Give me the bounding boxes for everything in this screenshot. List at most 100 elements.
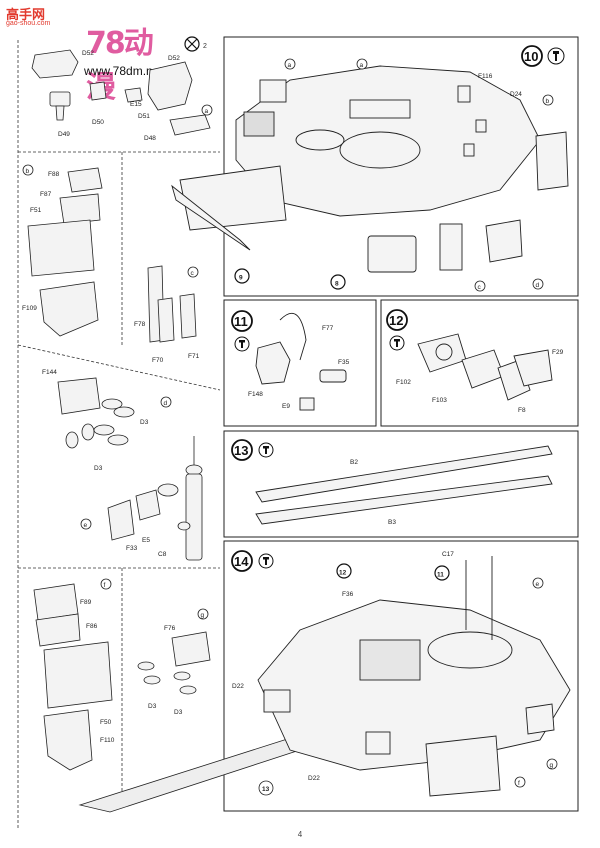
step-12-number: 12 bbox=[389, 313, 403, 328]
sub-e-circle bbox=[80, 518, 92, 530]
part-label: F36 bbox=[342, 591, 354, 598]
sub-b-circle bbox=[22, 164, 34, 176]
step-12-art bbox=[417, 333, 553, 401]
part-label: F70 bbox=[152, 357, 164, 364]
part-label: F35 bbox=[338, 359, 350, 366]
warning-icon bbox=[184, 36, 200, 52]
panel-borders bbox=[223, 36, 579, 812]
part-label: F51 bbox=[30, 207, 42, 214]
watermark-site-name: 高手网 bbox=[6, 8, 46, 23]
part-label: B3 bbox=[388, 519, 396, 526]
part-label: F78 bbox=[134, 321, 146, 328]
ref-label: g bbox=[550, 762, 554, 769]
sub-f-circle bbox=[100, 578, 112, 590]
ref-label: d bbox=[536, 282, 540, 289]
part-label: D50 bbox=[92, 119, 104, 126]
sub-step-label: 9 bbox=[239, 275, 243, 282]
part-label: D49 bbox=[58, 131, 70, 138]
ref-label: a bbox=[360, 62, 364, 69]
part-label: F102 bbox=[396, 379, 411, 386]
part-label: D3 bbox=[148, 703, 157, 710]
part-label: D22 bbox=[232, 683, 244, 690]
part-label: D24 bbox=[510, 91, 522, 98]
sub-b-parts-art bbox=[27, 167, 103, 337]
step-10-callouts: a a b c d 9 8 bbox=[234, 58, 554, 292]
part-label: B2 bbox=[350, 459, 358, 466]
sub-d-parts-art bbox=[57, 377, 135, 449]
ref-label: f bbox=[518, 780, 520, 787]
ref-label: e bbox=[536, 581, 540, 588]
sub-g-parts-art bbox=[137, 631, 211, 695]
part-label: D3 bbox=[94, 465, 103, 472]
step-ref-13: 13 bbox=[262, 786, 270, 793]
gun-barrel-art bbox=[78, 734, 307, 813]
part-label: F77 bbox=[322, 325, 334, 332]
part-label: F144 bbox=[42, 369, 57, 376]
step-10-number: 10 bbox=[524, 49, 538, 64]
part-label: F116 bbox=[478, 73, 493, 80]
part-label: D3 bbox=[174, 709, 183, 716]
part-label: D52 bbox=[82, 50, 94, 57]
sub-c-circle bbox=[187, 266, 199, 278]
step-12-badge bbox=[386, 309, 408, 351]
step-10-badge bbox=[521, 45, 565, 67]
part-label: E9 bbox=[282, 403, 290, 410]
watermark-url: www.78dm.net bbox=[84, 64, 163, 78]
part-label: C8 bbox=[158, 551, 167, 558]
part-label: F71 bbox=[188, 353, 200, 360]
sub-e-parts-art bbox=[107, 436, 203, 561]
sub-g-label: g bbox=[201, 612, 205, 619]
part-label: D48 bbox=[144, 135, 156, 142]
ref-label: a bbox=[288, 62, 292, 69]
ref-label: 11 bbox=[437, 572, 444, 579]
step-14-number: 14 bbox=[234, 554, 249, 569]
part-label: F88 bbox=[48, 171, 60, 178]
part-label: F87 bbox=[40, 191, 52, 198]
page-number: 4 bbox=[297, 830, 303, 839]
sub-f-parts-art bbox=[33, 583, 113, 771]
part-label: F29 bbox=[552, 349, 564, 356]
step-11-number: 11 bbox=[234, 314, 248, 329]
hatch-part-labels: D52 D52 D50 D49 E15 D51 D48 bbox=[58, 50, 180, 142]
sub-c-label: c bbox=[191, 270, 195, 277]
part-label: D22 bbox=[308, 775, 320, 782]
part-label: C17 bbox=[442, 551, 454, 558]
part-label: F110 bbox=[100, 737, 115, 744]
step-13-badge bbox=[231, 439, 274, 461]
part-label: F33 bbox=[126, 545, 138, 552]
step-10-turret-art bbox=[171, 65, 569, 273]
hatch-parts-art bbox=[31, 49, 211, 136]
warning-count: 2 bbox=[203, 43, 207, 50]
part-label: F8 bbox=[518, 407, 526, 414]
part-label: F86 bbox=[86, 623, 98, 630]
part-label: D52 bbox=[168, 55, 180, 62]
part-label: F50 bbox=[100, 719, 112, 726]
sub-b-label: b bbox=[26, 168, 30, 175]
left-column-dividers bbox=[17, 40, 221, 830]
step-11-art bbox=[255, 312, 347, 411]
step-14-badge bbox=[231, 550, 274, 572]
part-label: F103 bbox=[432, 397, 447, 404]
step-14-turret-art bbox=[257, 556, 571, 797]
sub-d-label: d bbox=[164, 400, 168, 407]
ref-label: b bbox=[546, 98, 550, 105]
step-11-badge bbox=[231, 310, 253, 352]
sub-ref-label: a bbox=[205, 108, 209, 115]
ref-label: 12 bbox=[339, 570, 347, 577]
sub-ref-circle bbox=[201, 104, 213, 116]
sub-step-label: 8 bbox=[335, 281, 339, 288]
part-label: E5 bbox=[142, 537, 150, 544]
part-label: E15 bbox=[130, 101, 142, 108]
sub-d-circle bbox=[160, 396, 172, 408]
part-label: F148 bbox=[248, 391, 263, 398]
part-label: F76 bbox=[164, 625, 176, 632]
ref-label: c bbox=[478, 284, 482, 291]
part-label: F89 bbox=[80, 599, 92, 606]
sub-c-parts-art bbox=[147, 265, 197, 343]
step-13-barrel-halves bbox=[255, 445, 553, 525]
step-13-number: 13 bbox=[234, 443, 248, 458]
part-label: D51 bbox=[138, 113, 150, 120]
sub-f-label: f bbox=[104, 582, 106, 589]
part-label: F109 bbox=[22, 305, 37, 312]
